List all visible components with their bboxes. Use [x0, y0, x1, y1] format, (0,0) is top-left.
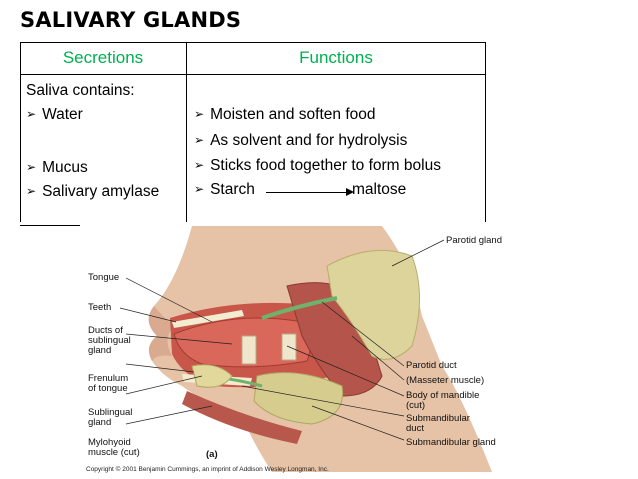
- label-line: gland: [88, 345, 112, 356]
- label-mylohyoid: Mylohyoid muscle (cut): [88, 438, 140, 458]
- mandible-cut: [241, 335, 257, 365]
- label-parotid-gland: Parotid gland: [446, 235, 502, 246]
- starch-arrow-head-icon: [346, 188, 354, 196]
- label-panel: (a): [206, 449, 218, 460]
- secretion-amylase: ➢ Salivary amylase: [26, 183, 159, 201]
- table-right-border: [485, 42, 486, 222]
- function-label: Moisten and soften food: [210, 106, 376, 123]
- label-submandibular-gland: Submandibular gland: [406, 437, 496, 448]
- label-submandibular-duct: Submandibular duct: [406, 414, 470, 434]
- label-line: Sublingual: [88, 407, 133, 418]
- table-left-border: [20, 42, 21, 222]
- header-secretions: Secretions: [62, 48, 144, 67]
- secretion-label: Salivary amylase: [42, 183, 160, 200]
- arrow-bullet-icon: ➢: [194, 107, 205, 121]
- label-line: muscle (cut): [88, 447, 140, 458]
- arrow-bullet-icon: ➢: [26, 160, 37, 174]
- arrow-bullet-icon: ➢: [194, 158, 205, 172]
- secretion-mucus: ➢ Mucus: [26, 159, 88, 177]
- leader-lines: [119, 239, 445, 441]
- starch-label: Starch: [210, 181, 255, 198]
- label-line: sublingual: [88, 335, 131, 346]
- function-solvent: ➢ As solvent and for hydrolysis: [194, 132, 407, 150]
- label-frenulum: Frenulum of tongue: [88, 374, 128, 394]
- table-top-border: [20, 42, 486, 43]
- label-line: gland: [88, 417, 112, 428]
- label-line: Ducts of: [88, 325, 123, 336]
- copyright-notice: Copyright © 2001 Benjamin Cummings, an i…: [86, 466, 329, 473]
- slide-title: SALIVARY GLANDS: [20, 8, 242, 32]
- table-header-border: [20, 74, 486, 75]
- secretions-intro: Saliva contains:: [26, 82, 135, 99]
- submandibular-gland: [253, 372, 344, 425]
- parotid-duct: [261, 296, 338, 320]
- table-column-divider: [186, 42, 187, 222]
- label-ducts-sublingual: Ducts of sublingual gland: [88, 326, 131, 356]
- arrow-bullet-icon: ➢: [26, 107, 37, 121]
- parotid-gland: [326, 249, 420, 360]
- label-line: Submandibular: [406, 413, 470, 424]
- label-line: Mylohyoid: [88, 437, 131, 448]
- header-functions: Functions: [299, 48, 373, 67]
- arrow-bullet-icon: ➢: [26, 184, 37, 198]
- label-line: (cut): [406, 400, 425, 411]
- lips: [148, 306, 174, 361]
- label-masseter: (Masseter muscle): [406, 375, 485, 386]
- label-line: Frenulum: [88, 373, 129, 384]
- arrow-bullet-icon: ➢: [194, 133, 205, 147]
- label-line: of tongue: [88, 383, 128, 394]
- secretion-label: Mucus: [42, 159, 88, 176]
- mylohyoid-muscle: [182, 391, 302, 444]
- upper-teeth: [172, 310, 244, 328]
- label-parotid-duct: Parotid duct: [406, 360, 457, 371]
- secretion-label: Water: [42, 106, 83, 123]
- salivary-gland-illustration: [119, 226, 492, 472]
- function-moisten: ➢ Moisten and soften food: [194, 106, 376, 124]
- starch-arrow-line: [266, 192, 348, 193]
- label-line: duct: [406, 423, 424, 434]
- label-tongue: Tongue: [88, 272, 120, 283]
- secretion-water: ➢ Water: [26, 106, 83, 124]
- label-mandible: Body of mandible (cut): [406, 391, 479, 411]
- label-teeth: Teeth: [88, 302, 112, 313]
- table-bottom-fragment: [20, 225, 80, 226]
- arrow-bullet-icon: ➢: [194, 182, 205, 196]
- label-line: Body of mandible: [406, 390, 480, 401]
- label-sublingual-gland: Sublingual gland: [88, 408, 132, 428]
- maltose-label: maltose: [352, 181, 407, 198]
- sublingual-gland: [191, 364, 233, 388]
- function-label: Sticks food together to form bolus: [210, 157, 441, 174]
- function-bolus: ➢ Sticks food together to form bolus: [194, 157, 441, 175]
- function-label: As solvent and for hydrolysis: [210, 132, 408, 149]
- function-starch: ➢ Starch: [194, 181, 255, 199]
